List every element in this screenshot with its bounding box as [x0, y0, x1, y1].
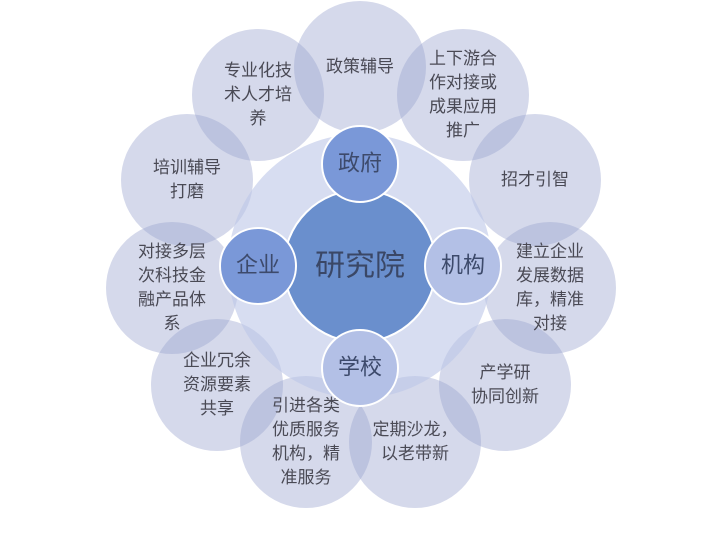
outer-circle-training — [121, 114, 253, 246]
outer-label-line: 成果应用 — [429, 97, 497, 117]
outer-circle-industry-academia — [439, 319, 571, 451]
outer-label-line: 招才引智 — [501, 170, 569, 190]
outer-label-line: 作对接或 — [429, 73, 497, 93]
outer-label-line: 养 — [250, 109, 267, 129]
category-circle-gov — [321, 125, 399, 203]
outer-label-service-agencies: 引进各类优质服务机构，精准服务 — [272, 396, 340, 488]
outer-label-line: 上下游合 — [429, 49, 497, 69]
category-circle-org — [424, 227, 502, 305]
outer-label-line: 打磨 — [170, 182, 204, 202]
outer-circle-fintech-system — [106, 222, 238, 354]
outer-label-salon: 定期沙龙， 以老带新 — [373, 420, 458, 464]
outer-labels-layer: 政策辅导 上下游合作对接或成果应用推广招才引智建立企业发展数据库，精准对接产学研协… — [138, 49, 584, 488]
outer-label-industry-academia: 产学研协同创新 — [471, 363, 539, 407]
outer-label-line: 对接 — [533, 314, 567, 334]
outer-circle-service-agencies — [240, 376, 372, 508]
outer-label-line: 优质服务 — [272, 420, 340, 440]
category-label-school: 学校 — [338, 356, 382, 381]
category-label-gov: 政府 — [338, 152, 382, 177]
outer-label-line: 以老带新 — [381, 444, 449, 464]
outer-label-specialized-talent: 专业化技术人才培养 — [224, 61, 292, 129]
outer-circle-policy-guidance — [294, 1, 426, 133]
category-circle-school — [321, 329, 399, 407]
outer-label-line: 培训辅导 — [153, 158, 221, 178]
outer-label-talent-recruitment: 招才引智 — [501, 170, 569, 190]
outer-label-line: 系 — [164, 314, 181, 334]
outer-circle-talent-recruitment — [469, 114, 601, 246]
outer-label-resource-sharing: 企业冗余资源要素共享 — [183, 351, 251, 419]
outer-label-line: 定期沙龙， — [373, 420, 458, 440]
outer-label-line: 政策辅导 — [326, 57, 394, 77]
outer-label-line: 准服务 — [281, 468, 332, 488]
outer-label-line: 术人才培 — [224, 85, 292, 105]
outer-circles-layer — [106, 1, 616, 508]
outer-label-line: 建立企业 — [516, 242, 584, 262]
category-label-company: 企业 — [236, 254, 280, 279]
outer-circle-salon — [349, 376, 481, 508]
outer-label-line: 对接多层 — [138, 242, 206, 262]
outer-circle-enterprise-database — [484, 222, 616, 354]
outer-circle-up-down-cooperation — [397, 29, 529, 161]
outer-label-line: 库，精准 — [516, 290, 584, 310]
outer-label-line: 推广 — [446, 121, 480, 141]
outer-label-line: 产学研 — [480, 363, 531, 383]
category-node-school: 学校 — [321, 329, 399, 407]
outer-label-line: 协同创新 — [471, 387, 539, 407]
outer-label-line: 引进各类 — [272, 396, 340, 416]
category-node-company: 企业 — [219, 227, 297, 305]
outer-label-line: 机构，精 — [272, 444, 340, 464]
outer-circle-specialized-talent — [192, 29, 324, 161]
outer-label-policy-guidance: 政策辅导 — [326, 57, 394, 77]
outer-label-line: 资源要素 — [183, 375, 251, 395]
outer-circle-resource-sharing — [151, 319, 283, 451]
outer-label-enterprise-database: 建立企业发展数据库，精准对接 — [516, 242, 584, 334]
outer-label-line: 次科技金 — [138, 266, 206, 286]
outer-label-fintech-system: 对接多层次科技金融产品体系 — [138, 242, 206, 334]
outer-label-line: 发展数据 — [516, 266, 584, 286]
category-node-org: 机构 — [424, 227, 502, 305]
center-label: 研究院 — [315, 249, 405, 284]
category-circle-company — [219, 227, 297, 305]
outer-label-line: 融产品体 — [138, 290, 206, 310]
center-node: 研究院 — [283, 189, 437, 343]
outer-label-line: 专业化技 — [224, 61, 292, 81]
category-label-org: 机构 — [441, 254, 485, 279]
category-node-gov: 政府 — [321, 125, 399, 203]
outer-label-line: 企业冗余 — [183, 351, 251, 371]
outer-label-training: 培训辅导打磨 — [153, 158, 221, 202]
outer-label-line: 共享 — [200, 399, 234, 419]
outer-label-up-down-cooperation: 上下游合作对接或成果应用推广 — [429, 49, 497, 141]
